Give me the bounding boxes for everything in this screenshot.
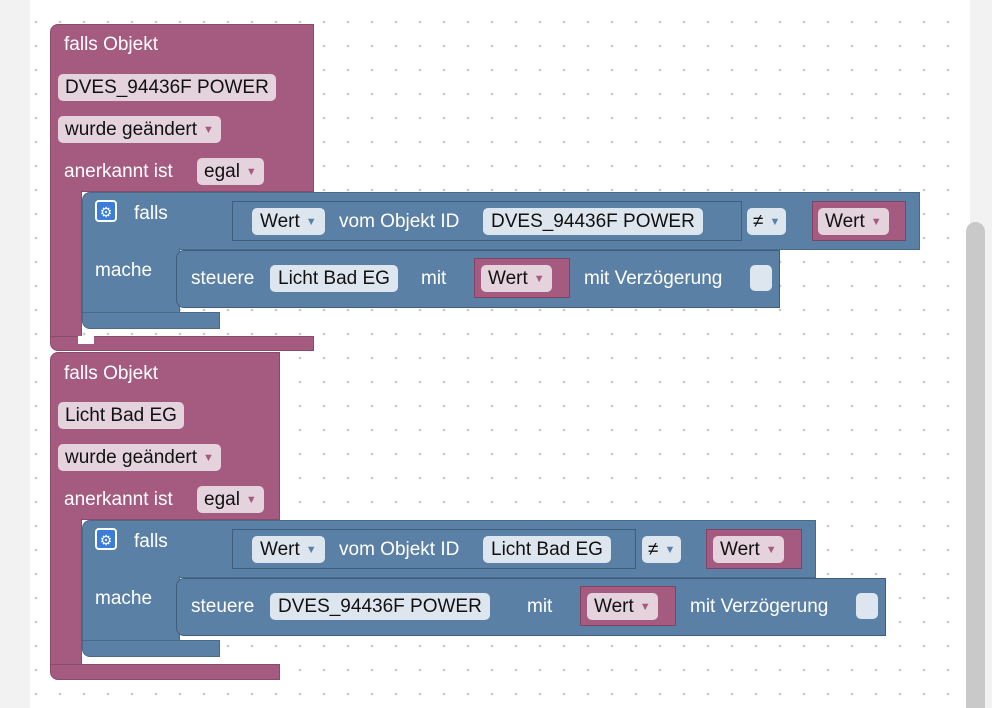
if-label: falls xyxy=(134,531,168,552)
event-title: falls Objekt xyxy=(64,363,158,384)
object-id-field[interactable]: Licht Bad EG xyxy=(483,536,611,563)
delay-label: mit Verzögerung xyxy=(584,268,723,289)
gear-icon[interactable]: ⚙ xyxy=(95,200,117,222)
ack-text: egal xyxy=(204,161,240,182)
control-value-dropdown[interactable]: Wert ▼ xyxy=(587,593,658,620)
control-target-text: DVES_94436F POWER xyxy=(278,596,482,617)
triangle-down-icon: ▼ xyxy=(664,544,676,556)
gear-icon[interactable]: ⚙ xyxy=(95,528,117,550)
triangle-down-icon: ▼ xyxy=(639,601,651,613)
operator-text: ≠ xyxy=(753,211,764,232)
operator-dropdown[interactable]: ≠▼ xyxy=(747,208,787,235)
compare-value-text: Wert xyxy=(825,211,865,232)
object-id-field[interactable]: DVES_94436F POWER xyxy=(483,208,703,235)
value-dropdown-text: Wert xyxy=(260,539,300,560)
triangle-down-icon: ▼ xyxy=(245,166,257,178)
operator-dropdown[interactable]: ≠▼ xyxy=(642,536,682,563)
delay-label: mit Verzögerung xyxy=(690,596,829,617)
operator-text: ≠ xyxy=(648,539,659,560)
compare-value-text: Wert xyxy=(720,539,760,560)
value-dropdown[interactable]: Wert ▼ xyxy=(252,536,325,563)
triangle-down-icon: ▼ xyxy=(305,216,317,228)
triangle-down-icon: ▼ xyxy=(870,216,882,228)
do-label: mache xyxy=(95,260,153,281)
control-target-field[interactable]: Licht Bad EG xyxy=(270,265,398,292)
control-label: steuere xyxy=(191,268,255,289)
triangle-down-icon: ▼ xyxy=(203,124,214,136)
compare-value-dropdown[interactable]: Wert ▼ xyxy=(713,536,784,563)
value-dropdown[interactable]: Wert ▼ xyxy=(252,208,325,235)
triangle-down-icon: ▼ xyxy=(203,452,214,464)
ack-dropdown[interactable]: egal ▼ xyxy=(197,158,264,185)
control-label: steuere xyxy=(191,596,255,617)
control-value-text: Wert xyxy=(488,268,528,289)
from-object-label: vom Objekt ID xyxy=(339,211,460,232)
trigger-dropdown[interactable]: wurde geändert ▼ xyxy=(58,116,221,143)
trigger-text: wurde geändert xyxy=(65,119,198,140)
trigger-text: wurde geändert xyxy=(65,447,198,468)
delay-checkbox[interactable] xyxy=(856,593,878,619)
value-dropdown-text: Wert xyxy=(260,211,300,232)
object-field[interactable]: Licht Bad EG xyxy=(58,402,184,429)
object-field-text: DVES_94436F POWER xyxy=(65,77,269,98)
do-label: mache xyxy=(95,588,153,609)
trigger-dropdown[interactable]: wurde geändert ▼ xyxy=(58,444,221,471)
with-label: mit xyxy=(527,596,553,617)
object-field-text: Licht Bad EG xyxy=(65,405,177,426)
triangle-down-icon: ▼ xyxy=(305,544,317,556)
object-id-text: DVES_94436F POWER xyxy=(491,211,695,232)
triangle-down-icon: ▼ xyxy=(533,273,545,285)
triangle-down-icon: ▼ xyxy=(769,216,781,228)
compare-value-dropdown[interactable]: Wert ▼ xyxy=(818,208,889,235)
triangle-down-icon: ▼ xyxy=(765,544,777,556)
control-value-dropdown[interactable]: Wert ▼ xyxy=(481,265,552,292)
ack-label: anerkannt ist xyxy=(64,489,173,510)
delay-checkbox[interactable] xyxy=(750,265,772,291)
event-title: falls Objekt xyxy=(64,34,158,55)
control-value-text: Wert xyxy=(594,596,634,617)
ack-text: egal xyxy=(204,489,240,510)
control-target-field[interactable]: DVES_94436F POWER xyxy=(270,593,490,620)
control-target-text: Licht Bad EG xyxy=(278,268,390,289)
if-label: falls xyxy=(134,203,168,224)
workspace-scrollbar[interactable] xyxy=(966,222,985,708)
object-id-text: Licht Bad EG xyxy=(491,539,603,560)
ack-dropdown[interactable]: egal ▼ xyxy=(197,486,264,513)
with-label: mit xyxy=(421,268,447,289)
triangle-down-icon: ▼ xyxy=(245,494,257,506)
from-object-label: vom Objekt ID xyxy=(339,539,460,560)
ack-label: anerkannt ist xyxy=(64,161,173,182)
object-field[interactable]: DVES_94436F POWER xyxy=(58,74,276,101)
